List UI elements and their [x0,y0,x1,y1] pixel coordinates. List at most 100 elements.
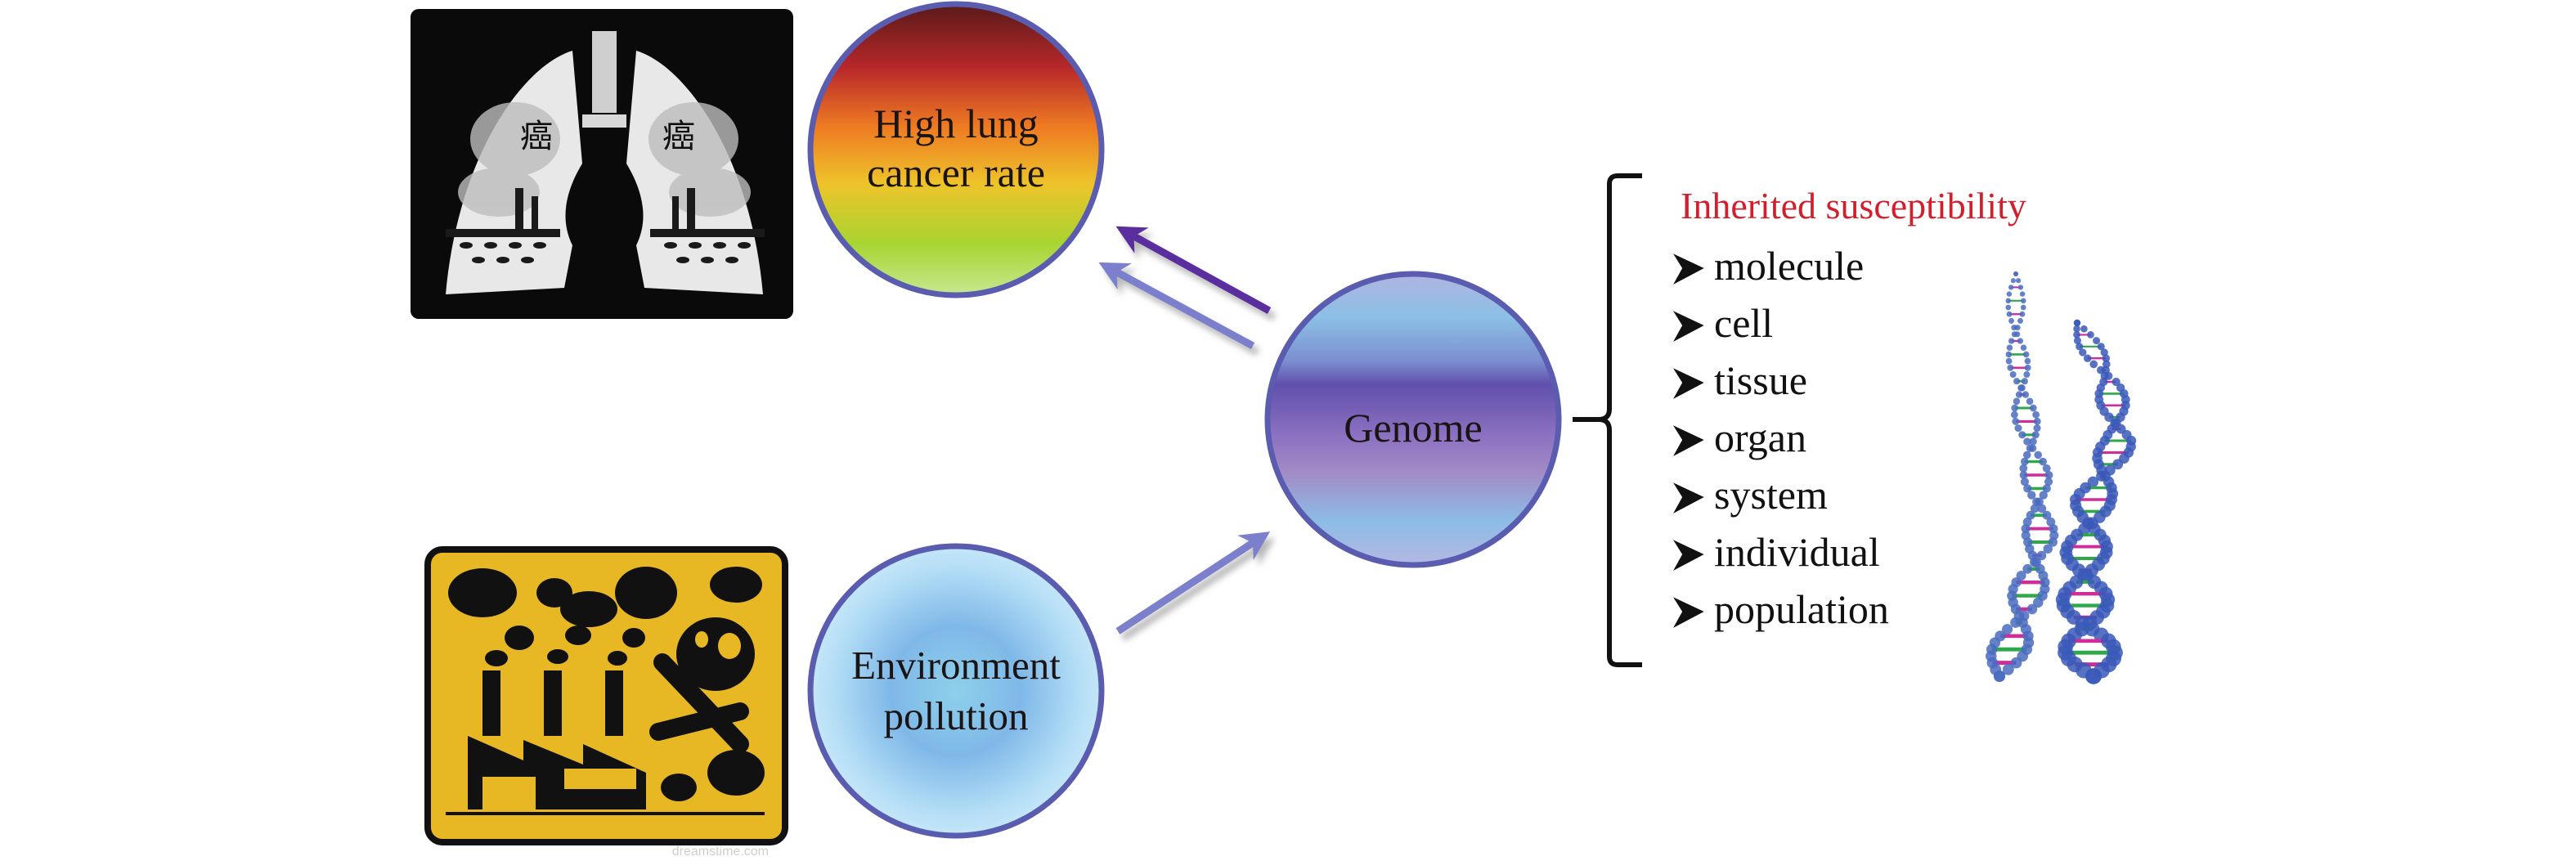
dna-backbone-bead [2022,391,2030,398]
dna-backbone-bead [2024,364,2031,371]
dna-backbone-bead [2022,451,2031,460]
dna-backbone-bead [2017,338,2024,344]
arrow-genome-to-cancer-dark [1115,226,1272,314]
dna-backbone-bead [2102,354,2111,362]
dna-backbone-bead [2015,391,2023,398]
dna-backbone-bead [2016,278,2022,284]
dna-backbone-bead [2087,331,2094,339]
dna-backbone-bead [2023,437,2031,446]
dna-backbone-bead [2019,471,2028,479]
dna-backbone-bead [2006,344,2013,351]
genome-label: Genome [1344,405,1482,451]
dna-backbone-bead [2010,410,2018,419]
dna-backbone-bead [2035,497,2044,507]
dna-backbone-bead [2010,278,2016,284]
dna-backbone-bead [2002,663,2014,675]
dna-backbone-bead [2036,550,2047,561]
node-genome: Genome [1264,271,1562,568]
list-item-label: cell [1714,300,1773,346]
dna-backbone-bead [1994,670,2006,682]
cancer-label-line1: High lung [873,101,1038,146]
dna-backbone-bead [2097,343,2105,351]
dna-backbone-bead [2019,291,2026,297]
dna-backbone-bead [2013,271,2018,276]
dna-backbone-bead [2079,348,2087,357]
dna-backbone-bead [2076,343,2084,351]
dna-backbone-bead [2037,504,2047,513]
list-item: individual [1673,529,1880,575]
dna-backbone-bead [2011,404,2018,412]
dna-backbone-bead [2026,603,2038,615]
dna-backbone-bead [2073,337,2081,345]
inherited-title: Inherited susceptibility [1681,185,2026,226]
list-item: molecule [1673,243,1864,289]
arrowhead-bullet-icon [1673,597,1704,628]
dna-backbone-bead [2100,348,2108,357]
factory-icon [446,670,765,815]
arrowhead-bullet-icon [1673,368,1704,399]
list-item: tissue [1673,357,1807,403]
skull-icon [649,617,755,753]
arrowhead-bullet-icon [1673,482,1704,513]
dna-backbone-bead [2102,360,2111,369]
inherited-list: molecule cell tissue organ system individual p… [1673,243,1889,632]
list-item: population [1673,586,1889,632]
dna-backbone-bead [2005,351,2013,358]
dna-backbone-bead [2026,510,2035,520]
dna-backbone-bead [2014,424,2022,433]
dna-backbone-bead [2020,344,2027,351]
list-item-label: organ [1714,415,1806,460]
dna-backbone-bead [2008,338,2015,344]
dna-backbone-bead [2073,331,2080,339]
list-item: system [1673,472,1828,518]
dna-backbone-bead [2024,357,2031,365]
dna-backbone-bead [2044,471,2053,479]
dna-backbone-bead [2005,298,2011,304]
dna-backbone-bead [2039,491,2048,500]
cancer-label-line2: cancer rate [867,150,1045,195]
watermark-text: dreamstime.com [672,845,769,859]
dna-backbone-bead [2033,597,2044,608]
dna-backbone-bead [2012,417,2020,425]
dna-backbone-bead [2027,491,2036,500]
dna-backbone-bead [2042,510,2052,520]
list-item-label: system [1714,472,1828,518]
dna-backbone-bead [2017,285,2024,290]
environment-label-line2: pollution [884,693,1029,738]
list-item-label: individual [1714,529,1880,575]
dna-backbone-bead [2013,378,2021,385]
cancer-char-left: 癌 [520,118,553,155]
dna-backbone-bead [2043,544,2053,554]
dna-backbone-bead [2087,476,2099,488]
curly-bracket [1573,173,1642,667]
list-item: organ [1673,415,1806,460]
dna-backbone-bead [2008,285,2014,290]
dna-backbone-bead [2089,360,2098,369]
dna-backbone-bead [2112,377,2120,387]
dna-backbone-bead [2020,457,2029,466]
dna-backbone-bead [2002,624,2013,635]
dna-backbone-bead [2048,537,2058,547]
dna-backbone-bead [2018,384,2026,392]
dna-backbone-bead [2073,319,2081,327]
dna-backbone-bead [2023,484,2032,493]
arrowhead-bullet-icon [1673,253,1704,285]
smoke-clouds-icon [448,567,765,801]
dna-backbone-bead [2014,331,2021,338]
list-item-label: tissue [1714,357,1807,403]
lungs-cancer-image: 癌 癌 [411,9,793,319]
dna-backbone-bead [2022,563,2033,574]
dna-backbone-bead [2034,451,2043,460]
dna-backbone-bead [2010,617,2022,628]
node-environment-pollution: Environment pollution [807,543,1105,839]
dna-backbone-bead [2005,357,2013,365]
dna-backbone-bead [2044,478,2053,487]
dna-backbone-bead [2021,378,2028,385]
dna-backbone-bead [2028,444,2037,452]
list-item: cell [1673,300,1773,346]
environment-label-line1: Environment [851,643,1061,688]
dna-backbone-bead [2019,464,2028,473]
arrowhead-bullet-icon [1673,311,1704,342]
dna-helix-image [1985,271,2137,684]
